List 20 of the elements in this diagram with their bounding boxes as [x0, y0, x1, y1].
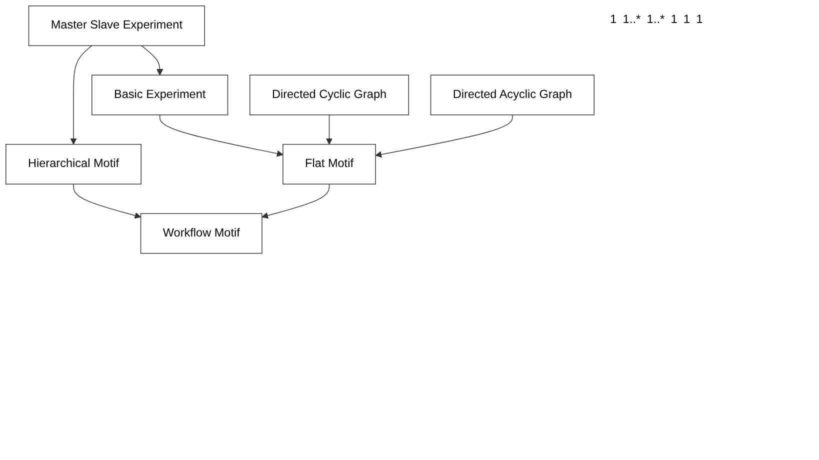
node-box: Directed Acyclic Graph [430, 74, 594, 116]
multiplicity-label: 1..* [622, 12, 641, 26]
node-box: Master Slave Experiment [28, 6, 205, 46]
node-box: Directed Cyclic Graph [250, 74, 410, 116]
arrow [262, 184, 330, 219]
arrow [326, 114, 332, 145]
arrow [159, 114, 284, 157]
arrow [375, 114, 513, 158]
arrow [141, 45, 164, 76]
multiplicity-label: 1 [696, 12, 703, 26]
multiplicity-label: 1 [683, 12, 690, 26]
multiplicity-label: 1 [670, 12, 678, 26]
node-box: Basic Experiment [92, 74, 228, 116]
arrow [73, 184, 142, 219]
node-box: Flat Motif [282, 144, 376, 184]
node-box: Workflow Motif [140, 213, 262, 254]
multiplicity-label: 1 [610, 12, 617, 26]
arrow [70, 45, 92, 145]
multiplicity-label: 1..* [646, 12, 665, 26]
node-box: Hierarchical Motif [6, 144, 142, 184]
